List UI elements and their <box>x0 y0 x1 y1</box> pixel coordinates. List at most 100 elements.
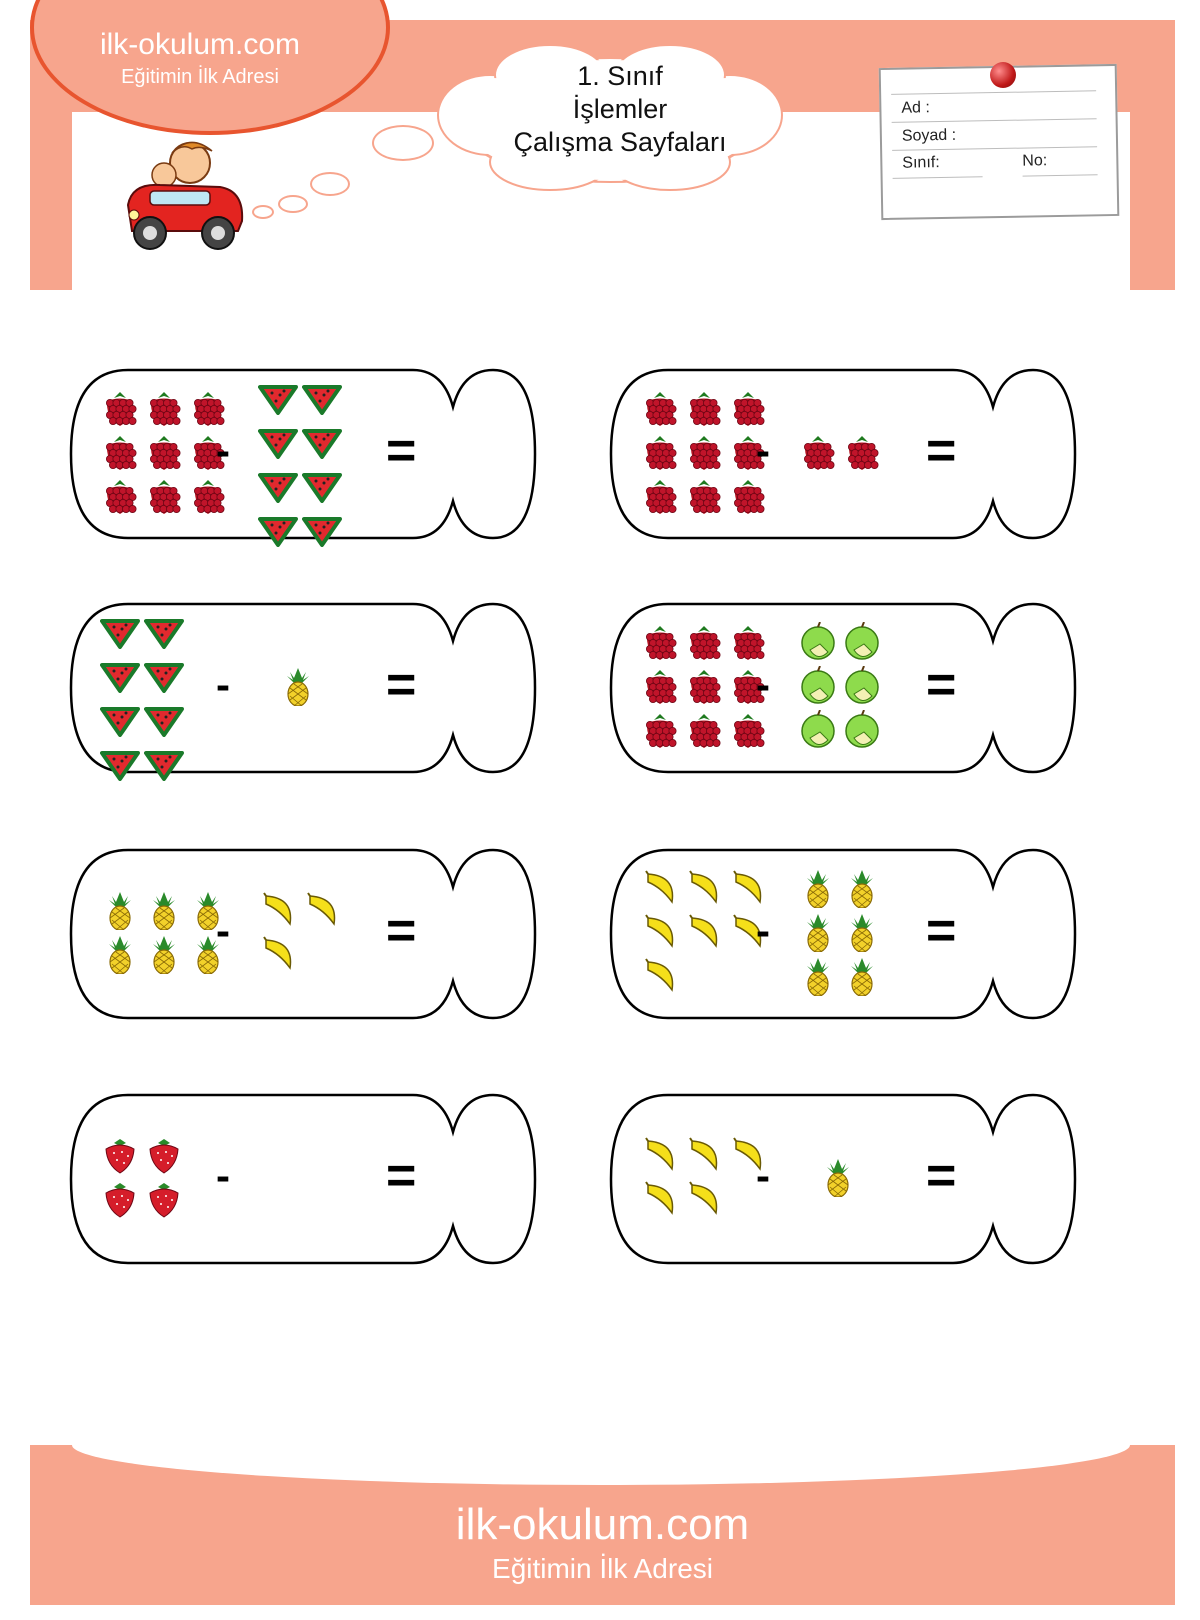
raspberry-icon <box>684 666 724 706</box>
minus-sign: - <box>756 427 770 474</box>
pineapple-icon <box>798 956 838 996</box>
subtrahend-fruits <box>258 375 342 547</box>
minuend-fruits <box>640 868 768 996</box>
banana-icon <box>302 890 342 930</box>
watermelon-icon <box>100 697 140 737</box>
banana-icon <box>640 1135 680 1175</box>
watermelon-icon <box>144 609 184 649</box>
watermelon-icon <box>302 463 342 503</box>
watermelon-icon <box>100 741 140 781</box>
page-title: 1. Sınıf İşlemler Çalışma Sayfaları <box>470 60 770 159</box>
minus-sign: - <box>216 427 230 474</box>
footer-tagline: Eğitimin İlk Adresi <box>492 1553 713 1584</box>
subtraction-problem: -= <box>608 847 1078 1021</box>
subtraction-problem: -= <box>68 1092 538 1266</box>
raspberry-icon <box>728 710 768 750</box>
pineapple-icon <box>100 890 140 930</box>
apple-icon <box>842 622 882 662</box>
pineapple-icon <box>278 666 318 706</box>
pineapple-icon <box>842 912 882 952</box>
raspberry-icon <box>188 388 228 428</box>
minuend-fruits <box>100 1135 184 1219</box>
card-line <box>892 176 983 179</box>
raspberry-icon <box>728 622 768 662</box>
name-label: Ad : <box>901 99 931 117</box>
minuend-fruits <box>100 388 228 516</box>
answer-area[interactable] <box>953 377 1068 531</box>
equals-sign: = <box>926 902 957 960</box>
card-line <box>891 118 1097 123</box>
minuend-fruits <box>100 890 228 974</box>
answer-area[interactable] <box>413 1102 528 1256</box>
equals-sign: = <box>386 422 417 480</box>
card-line <box>892 146 1098 151</box>
thought-bubble <box>278 195 308 213</box>
raspberry-icon <box>728 476 768 516</box>
pineapple-icon <box>842 868 882 908</box>
banana-icon <box>258 934 298 974</box>
apple-icon <box>842 666 882 706</box>
subtraction-problem: -= <box>608 601 1078 775</box>
title-line-1: 1. Sınıf <box>577 61 663 91</box>
raspberry-icon <box>728 666 768 706</box>
raspberry-icon <box>842 432 882 472</box>
raspberry-icon <box>144 388 184 428</box>
raspberry-icon <box>100 432 140 472</box>
answer-area[interactable] <box>953 857 1068 1011</box>
subtrahend-fruits <box>278 666 318 706</box>
answer-area[interactable] <box>953 1102 1068 1256</box>
pineapple-icon <box>188 934 228 974</box>
watermelon-icon <box>100 609 140 649</box>
banana-icon <box>684 1179 724 1219</box>
minus-sign: - <box>756 1152 770 1199</box>
banana-icon <box>258 890 298 930</box>
answer-area[interactable] <box>413 611 528 765</box>
watermelon-icon <box>258 463 298 503</box>
raspberry-icon <box>144 476 184 516</box>
raspberry-icon <box>640 432 680 472</box>
answer-area[interactable] <box>413 857 528 1011</box>
pineapple-icon <box>144 934 184 974</box>
banana-icon <box>684 868 724 908</box>
title-line-3: Çalışma Sayfaları <box>513 127 727 157</box>
minus-sign: - <box>216 661 230 708</box>
raspberry-icon <box>640 666 680 706</box>
pineapple-icon <box>818 1157 858 1197</box>
equals-sign: = <box>386 656 417 714</box>
answer-area[interactable] <box>413 377 528 531</box>
raspberry-icon <box>684 388 724 428</box>
strawberry-icon <box>144 1179 184 1219</box>
equals-sign: = <box>926 1147 957 1205</box>
footer-site-name: ilk-okulum.com <box>455 1500 750 1549</box>
title-line-2: İşlemler <box>572 94 668 124</box>
raspberry-icon <box>640 710 680 750</box>
raspberry-icon <box>684 476 724 516</box>
raspberry-icon <box>188 476 228 516</box>
raspberry-icon <box>728 432 768 472</box>
apple-icon <box>798 622 838 662</box>
subtraction-problem: -= <box>608 367 1078 541</box>
raspberry-icon <box>144 432 184 472</box>
thought-bubble <box>310 172 350 196</box>
logo-tagline: Eğitimin İlk Adresi <box>121 66 279 88</box>
banana-icon <box>728 912 768 952</box>
push-pin-icon <box>990 62 1016 88</box>
watermelon-icon <box>302 375 342 415</box>
minuend-fruits <box>100 609 184 781</box>
minus-sign: - <box>216 907 230 954</box>
minuend-fruits <box>640 1135 768 1219</box>
thought-bubble <box>372 125 434 161</box>
watermelon-icon <box>100 653 140 693</box>
card-line <box>891 90 1097 95</box>
answer-area[interactable] <box>953 611 1068 765</box>
raspberry-icon <box>684 710 724 750</box>
raspberry-icon <box>684 622 724 662</box>
subtrahend-fruits <box>798 622 882 750</box>
watermelon-icon <box>144 653 184 693</box>
strawberry-icon <box>100 1135 140 1175</box>
class-label: Sınıf: <box>902 154 940 172</box>
thought-bubble <box>252 205 274 219</box>
raspberry-icon <box>728 388 768 428</box>
apple-icon <box>798 666 838 706</box>
logo-site-name: ilk-okulum.com <box>99 28 301 61</box>
